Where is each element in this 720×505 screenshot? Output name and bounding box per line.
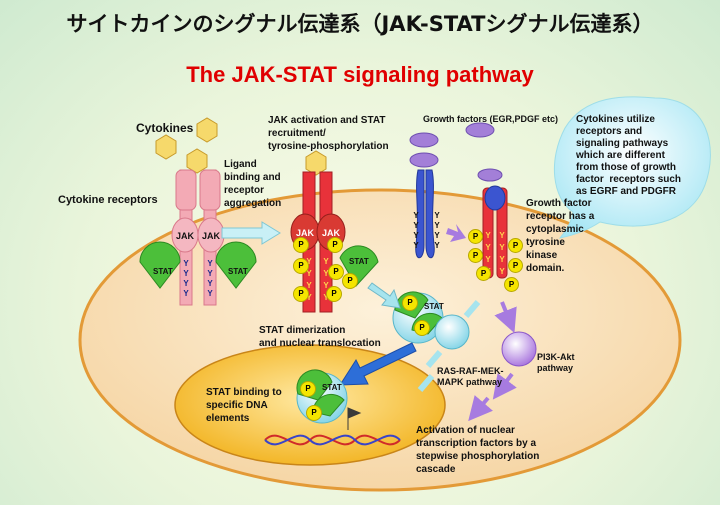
gf-ligand-free-2	[477, 168, 503, 182]
label-bubble: Cytokines utilize receptors and signalin…	[576, 114, 682, 197]
phospho-gf-4: P	[508, 258, 523, 273]
svg-text:STAT: STAT	[153, 267, 173, 276]
phospho-gf-5: P	[476, 266, 491, 281]
arrow-ras-1	[463, 300, 481, 318]
title-english: The JAK-STAT signaling pathway	[186, 62, 534, 87]
svg-text:Y: Y	[434, 211, 440, 220]
phospho-1: P	[293, 237, 309, 253]
phospho-3: P	[293, 258, 309, 274]
arrow-pi3k	[494, 301, 517, 334]
stat-left-a	[139, 241, 181, 289]
phospho-6: P	[342, 273, 358, 289]
label-ligand-binding: Ligand binding and receptor aggregation	[224, 159, 282, 209]
svg-text:Y: Y	[207, 279, 213, 288]
label-growth-factors: Growth factors (EGR,PDGF etc)	[423, 114, 559, 124]
svg-text:STAT: STAT	[322, 383, 342, 392]
svg-text:Y: Y	[499, 267, 505, 276]
svg-text:Y: Y	[207, 289, 213, 298]
svg-text:Y: Y	[499, 231, 505, 240]
label-pi3k-pathway: PI3K-Akt pathway	[537, 352, 575, 373]
svg-text:Y: Y	[306, 281, 312, 290]
phospho-4: P	[293, 286, 309, 302]
svg-text:JAK: JAK	[322, 228, 341, 238]
svg-text:Y: Y	[323, 281, 329, 290]
label-activation-cascade: Activation of nuclear transcription fact…	[416, 425, 540, 475]
svg-text:Y: Y	[207, 269, 213, 278]
svg-text:Y: Y	[485, 255, 491, 264]
cytokine-hexagons	[155, 117, 327, 176]
svg-text:Y: Y	[413, 221, 419, 230]
phospho-gf-3: P	[508, 238, 523, 253]
phospho-gf-1: P	[468, 229, 483, 244]
phospho-nuc-1: P	[300, 381, 316, 397]
svg-text:STAT: STAT	[424, 302, 444, 311]
info-bubble	[553, 96, 711, 239]
label-cytokines: Cytokines	[136, 121, 194, 135]
svg-text:STAT: STAT	[349, 257, 369, 266]
ras-node	[434, 314, 470, 350]
label-stat-dimerization: STAT dimerization and nuclear translocat…	[259, 325, 381, 349]
stat-mid	[339, 245, 379, 287]
gf-ligand-free	[465, 122, 495, 138]
phospho-dimer-1: P	[402, 295, 418, 311]
svg-text:Y: Y	[485, 243, 491, 252]
arrow-activation	[221, 221, 281, 245]
dna-flag	[347, 407, 362, 430]
svg-text:Y: Y	[183, 259, 189, 268]
label-stat-binding: STAT binding to specific DNA elements	[206, 387, 282, 424]
svg-text:Y: Y	[323, 257, 329, 266]
dna-helix	[264, 434, 401, 446]
phospho-5: P	[328, 264, 344, 280]
svg-text:Y: Y	[499, 243, 505, 252]
svg-text:Y: Y	[183, 289, 189, 298]
svg-text:Y: Y	[485, 231, 491, 240]
label-gf-receptor: Growth factor receptor has a cytoplasmic…	[526, 198, 595, 274]
label-jak-activation: JAK activation and STAT recruitment/ tyr…	[268, 115, 389, 152]
svg-text:Y: Y	[434, 221, 440, 230]
arrow-to-dimer	[367, 282, 401, 309]
phospho-dimer-2: P	[414, 320, 430, 336]
arrow-ras-2	[425, 350, 443, 368]
arrow-purple-down	[492, 372, 517, 400]
svg-text:Y: Y	[413, 231, 419, 240]
svg-text:Y: Y	[434, 241, 440, 250]
label-cytokine-receptors: Cytokine receptors	[58, 194, 158, 206]
svg-text:STAT: STAT	[228, 267, 248, 276]
phospho-gf-6: P	[504, 277, 519, 292]
phospho-2: P	[327, 237, 343, 253]
svg-text:Y: Y	[434, 231, 440, 240]
svg-text:Y: Y	[183, 279, 189, 288]
title-japanese: サイトカインのシグナル伝達系（JAK-STATシグナル伝達系）	[66, 12, 654, 36]
svg-text:Y: Y	[413, 211, 419, 220]
svg-text:Y: Y	[183, 269, 189, 278]
svg-text:Y: Y	[306, 269, 312, 278]
arrow-purple-cascade	[468, 395, 493, 422]
phospho-gf-2: P	[468, 248, 483, 263]
phospho-7: P	[326, 286, 342, 302]
svg-text:JAK: JAK	[202, 231, 221, 241]
svg-text:Y: Y	[207, 259, 213, 268]
stat-left-b	[215, 241, 257, 289]
svg-text:Y: Y	[306, 293, 312, 302]
arrow-gf-activation	[446, 224, 466, 242]
svg-text:Y: Y	[413, 241, 419, 250]
label-ras-pathway: RAS-RAF-MEK- MAPK pathway	[437, 366, 504, 387]
svg-text:Y: Y	[306, 257, 312, 266]
phospho-nuc-2: P	[306, 405, 322, 421]
arrow-ras-3	[417, 374, 435, 392]
svg-text:JAK: JAK	[176, 231, 195, 241]
svg-text:Y: Y	[499, 255, 505, 264]
pi3k-node	[501, 331, 537, 367]
svg-text:Y: Y	[323, 269, 329, 278]
svg-text:JAK: JAK	[296, 228, 315, 238]
arrow-nuclear-translocation	[339, 342, 417, 386]
